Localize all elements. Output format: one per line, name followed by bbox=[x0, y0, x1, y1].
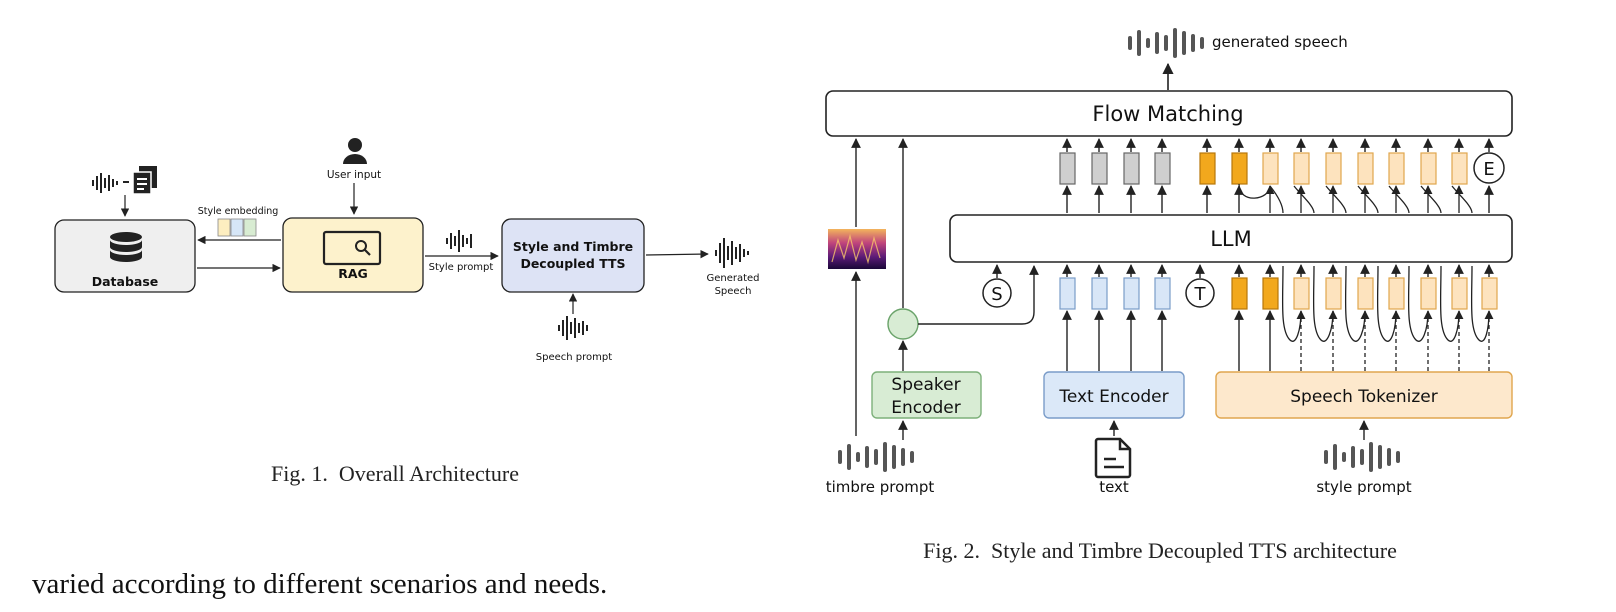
audio-waveform-icon bbox=[92, 173, 118, 193]
speaker-encoder-label-line2: Encoder bbox=[891, 398, 961, 418]
light-orange-token bbox=[1357, 152, 1374, 185]
gray-token bbox=[1059, 152, 1076, 185]
fig1-overall-architecture: Database User input RAG Style embedding bbox=[54, 138, 760, 486]
text-encoder-box bbox=[1043, 371, 1185, 419]
spectrogram-image bbox=[828, 229, 886, 269]
llm-output-tokens: E bbox=[1059, 138, 1505, 214]
end-token-label: E bbox=[1483, 159, 1494, 180]
document-icon bbox=[132, 166, 157, 195]
light-orange-token bbox=[1420, 277, 1437, 310]
llm-label: LLM bbox=[1210, 227, 1252, 251]
tts-label-line1: Style and Timbre bbox=[513, 239, 633, 254]
text-token bbox=[1091, 277, 1108, 310]
light-orange-token bbox=[1357, 277, 1374, 310]
flow-matching-box bbox=[825, 90, 1513, 137]
speaker-encoder-box bbox=[871, 371, 982, 419]
generated-speech-label-line1: Generated bbox=[706, 273, 759, 284]
gray-token bbox=[1154, 152, 1171, 185]
style-embedding-cell bbox=[230, 218, 244, 237]
flow-matching-label: Flow Matching bbox=[1092, 102, 1243, 126]
tts-box bbox=[501, 218, 645, 293]
rag-box bbox=[282, 217, 424, 293]
text-input-label: text bbox=[1099, 478, 1129, 496]
orange-token bbox=[1231, 152, 1248, 185]
generated-speech-waveform-icon bbox=[1128, 28, 1204, 58]
search-window-icon bbox=[322, 230, 382, 266]
style-prompt-waveform-icon bbox=[446, 230, 472, 252]
text-encoder-label: Text Encoder bbox=[1058, 387, 1168, 407]
speech-prompt-label: Speech prompt bbox=[536, 352, 612, 363]
speech-tokenizer-box bbox=[1215, 371, 1513, 419]
style-prompt-label: style prompt bbox=[1316, 478, 1411, 496]
light-orange-token bbox=[1481, 277, 1498, 310]
gray-token bbox=[1123, 152, 1140, 185]
database-icon bbox=[110, 232, 142, 262]
body-text-line: varied according to different scenarios … bbox=[32, 568, 608, 600]
task-token-label: T bbox=[1194, 284, 1207, 305]
user-icon bbox=[343, 138, 367, 164]
orange-token bbox=[1199, 152, 1216, 185]
speech-tokens bbox=[1231, 264, 1498, 371]
orange-token bbox=[1231, 277, 1248, 310]
start-token-circle bbox=[982, 278, 1012, 308]
timbre-prompt-label: timbre prompt bbox=[826, 478, 935, 496]
light-orange-token bbox=[1325, 277, 1342, 310]
style-embedding-label: Style embedding bbox=[198, 206, 279, 217]
timbre-prompt-waveform-icon bbox=[838, 442, 914, 472]
style-prompt-label: Style prompt bbox=[429, 262, 494, 273]
dash-separator bbox=[123, 181, 129, 183]
light-orange-token bbox=[1388, 152, 1405, 185]
speech-tokenizer-label: Speech Tokenizer bbox=[1290, 387, 1438, 407]
light-orange-token bbox=[1325, 152, 1342, 185]
fig2-caption: Fig. 2. Style and Timbre Decoupled TTS a… bbox=[923, 538, 1397, 563]
light-orange-token bbox=[1388, 277, 1405, 310]
text-token bbox=[1123, 277, 1140, 310]
end-token-circle bbox=[1473, 152, 1505, 184]
fig2-tts-architecture: generated speech Flow Matching LLM bbox=[825, 28, 1513, 563]
text-tokens bbox=[1059, 264, 1171, 371]
user-input-label: User input bbox=[327, 169, 381, 181]
light-orange-token bbox=[1262, 152, 1279, 185]
style-prompt-waveform-icon bbox=[1324, 442, 1400, 472]
light-orange-token bbox=[1293, 277, 1310, 310]
tts-label-line2: Decoupled TTS bbox=[520, 256, 625, 271]
light-orange-token bbox=[1293, 152, 1310, 185]
light-orange-token bbox=[1420, 152, 1437, 185]
rag-label: RAG bbox=[338, 266, 368, 281]
text-token bbox=[1154, 277, 1171, 310]
generated-speech-label: generated speech bbox=[1212, 33, 1348, 51]
text-document-icon bbox=[1094, 437, 1132, 479]
speaker-embedding-circle bbox=[887, 308, 919, 340]
database-label: Database bbox=[92, 274, 159, 289]
generated-speech-waveform-icon bbox=[715, 238, 749, 268]
gray-token bbox=[1091, 152, 1108, 185]
speaker-encoder-label-line1: Speaker bbox=[891, 375, 960, 395]
start-token-label: S bbox=[991, 284, 1002, 305]
style-embedding-cell bbox=[243, 218, 257, 237]
style-embedding-cell bbox=[217, 218, 231, 237]
speech-prompt-waveform-icon bbox=[558, 316, 588, 340]
light-orange-token bbox=[1451, 277, 1468, 310]
llm-box bbox=[949, 214, 1513, 263]
generated-speech-label-line2: Speech bbox=[715, 286, 752, 297]
orange-token bbox=[1262, 277, 1279, 310]
light-orange-token bbox=[1451, 152, 1468, 185]
text-token bbox=[1059, 277, 1076, 310]
task-token-circle bbox=[1185, 278, 1215, 308]
fig1-caption: Fig. 1. Overall Architecture bbox=[271, 461, 519, 486]
